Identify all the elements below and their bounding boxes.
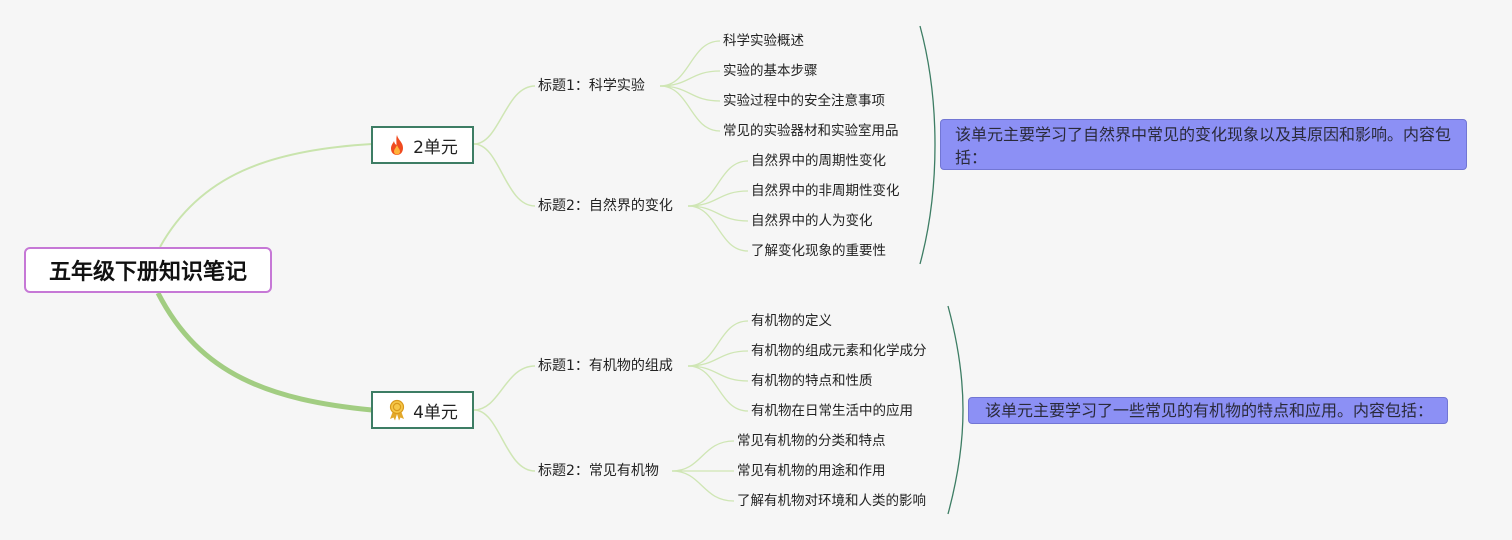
leaf-node[interactable]: 常见有机物的用途和作用	[737, 463, 886, 479]
leaf-node[interactable]: 了解有机物对环境和人类的影响	[737, 493, 926, 509]
root-title: 五年级下册知识笔记	[48, 260, 247, 285]
summary-bracket-unit-2	[919, 25, 936, 265]
summary-bracket-unit-4	[947, 305, 964, 515]
leaf-node[interactable]: 科学实验概述	[723, 33, 804, 49]
branch-root-to-unit-4	[155, 291, 373, 413]
unit-label: 4单元	[413, 402, 458, 423]
unit-label: 2单元	[413, 137, 458, 158]
unit-node-4[interactable]: 4单元	[371, 391, 474, 429]
leaf-node[interactable]: 自然界中的非周期性变化	[751, 183, 900, 199]
branch-unit4-to-topic2	[473, 409, 536, 472]
summary-box-unit-4[interactable]: 该单元主要学习了一些常见的有机物的特点和应用。内容包括：	[968, 397, 1448, 424]
leaf-node[interactable]: 自然界中的人为变化	[751, 213, 873, 229]
topic-node[interactable]: 标题1：科学实验	[538, 78, 645, 94]
leaf-node[interactable]: 常见的实验器材和实验室用品	[723, 123, 899, 139]
flame-icon	[391, 135, 404, 155]
branches-topic-4-1	[687, 320, 749, 412]
summary-text: 该单元主要学习了一些常见的有机物的特点和应用。内容包括：	[985, 401, 1434, 420]
branches-topic-2-1	[659, 40, 721, 132]
award-medal-icon	[389, 399, 405, 421]
branches-topic-2-2	[687, 160, 749, 252]
leaf-node[interactable]: 有机物在日常生活中的应用	[751, 403, 913, 419]
topic-node[interactable]: 标题2：自然界的变化	[538, 198, 673, 214]
branch-root-to-unit-2	[159, 143, 373, 248]
branch-unit2-to-topic2	[473, 143, 536, 207]
leaf-node[interactable]: 实验的基本步骤	[723, 63, 818, 79]
summary-text: 该单元主要学习了自然界中常见的变化现象以及其原因和影响。内容包括：	[955, 125, 1452, 167]
leaf-node[interactable]: 实验过程中的安全注意事项	[723, 93, 885, 109]
root-node[interactable]: 五年级下册知识笔记	[24, 247, 272, 293]
leaf-node[interactable]: 有机物的组成元素和化学成分	[751, 343, 927, 359]
topic-node[interactable]: 标题1：有机物的组成	[538, 358, 673, 374]
leaf-node[interactable]: 有机物的特点和性质	[751, 373, 873, 389]
summary-box-unit-2[interactable]: 该单元主要学习了自然界中常见的变化现象以及其原因和影响。内容包括：	[940, 119, 1467, 170]
branches-topic-4-2	[671, 440, 735, 502]
topic-node[interactable]: 标题2：常见有机物	[538, 463, 659, 479]
leaf-node[interactable]: 了解变化现象的重要性	[751, 243, 886, 259]
leaf-node[interactable]: 有机物的定义	[751, 313, 832, 329]
branch-unit4-to-topic1	[473, 365, 536, 411]
branch-unit2-to-topic1	[473, 85, 536, 145]
unit-node-2[interactable]: 2单元	[371, 126, 474, 164]
leaf-node[interactable]: 常见有机物的分类和特点	[737, 433, 886, 449]
leaf-node[interactable]: 自然界中的周期性变化	[751, 153, 886, 169]
